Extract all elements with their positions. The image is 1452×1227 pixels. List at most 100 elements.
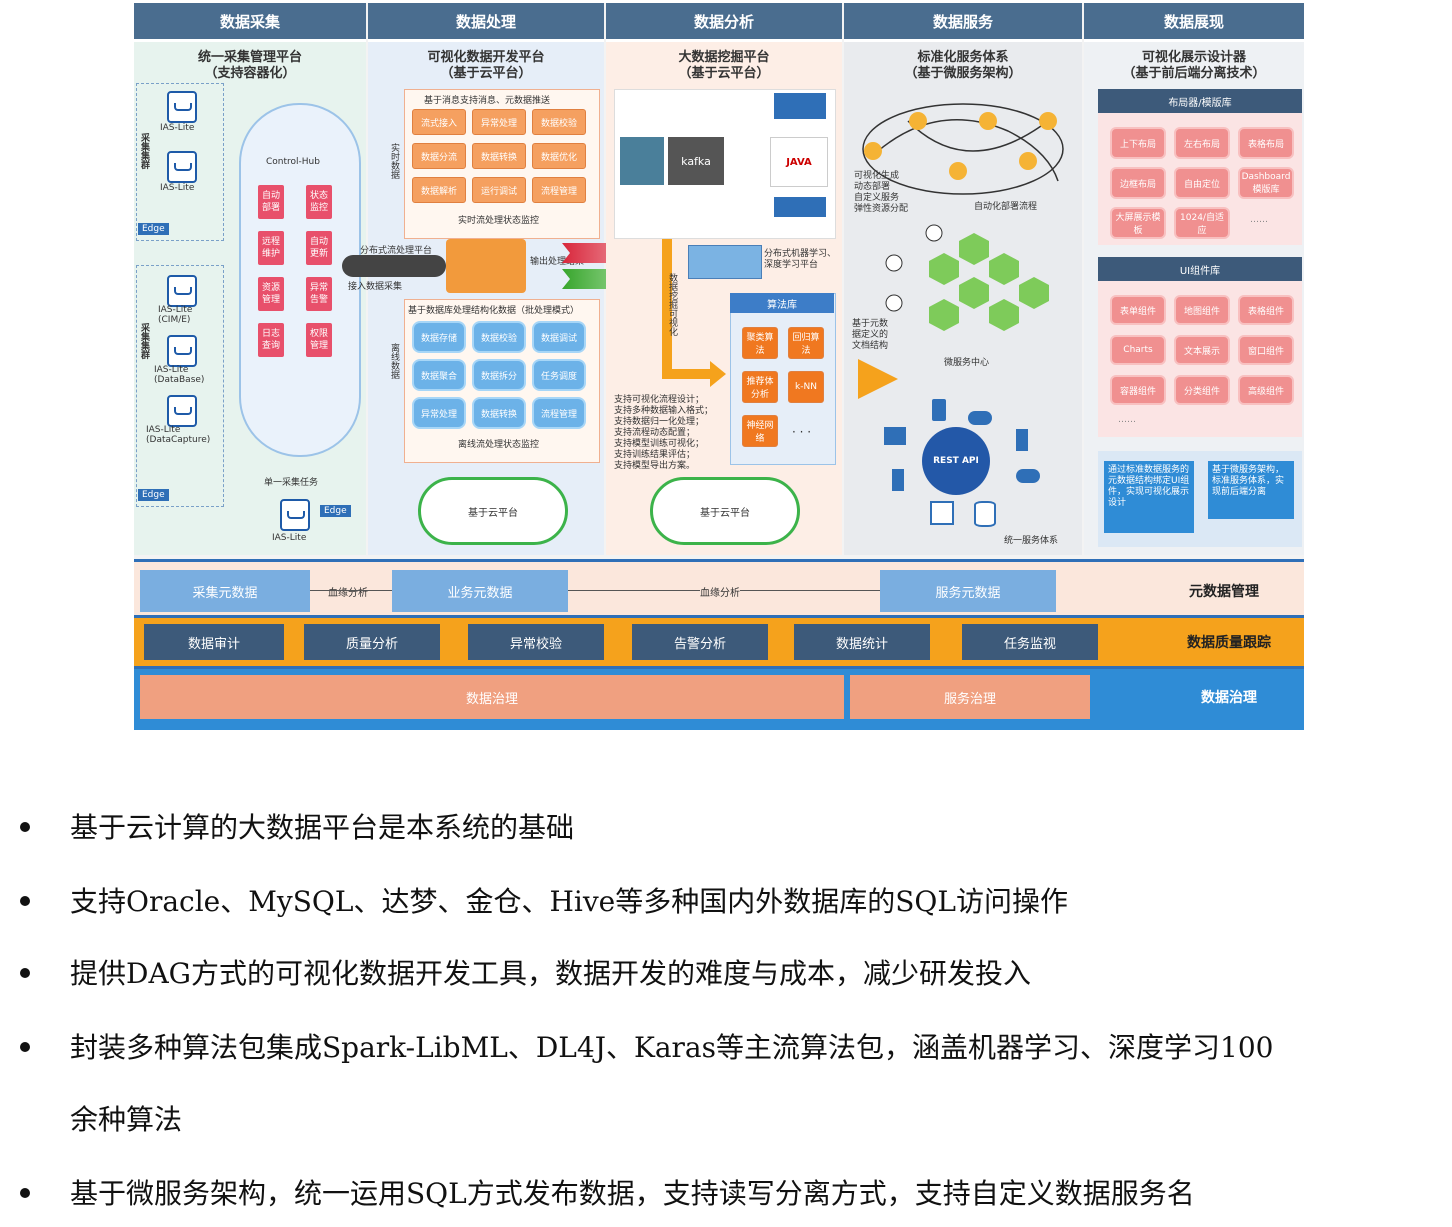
unified-label: 统一服务体系 (1004, 536, 1059, 546)
layout-item: Dashboard模版库 (1238, 167, 1294, 199)
quality-cell: 告警分析 (632, 624, 768, 660)
edge-badge: Edge (138, 223, 169, 235)
cloud-label: 基于云平台 (468, 507, 518, 519)
quality-cell: 质量分析 (304, 624, 440, 660)
algo-box: 回归算法 (788, 327, 824, 359)
lineage-line (310, 590, 392, 591)
algo-title: 算法库 (730, 293, 834, 313)
column-header: 数据分析 (606, 3, 842, 42)
quality-cell: 任务监视 (962, 624, 1098, 660)
feature-item: 支持多种数据输入格式； (614, 406, 714, 416)
java-icon: JAVA (770, 137, 828, 187)
iot-label: IAS-Lite (DataBase) (154, 365, 205, 385)
bullet-text: 封装多种算法包集成Spark-LibML、DL4J、Karas等主流算法包，涵盖… (70, 1031, 1274, 1064)
kafka-label: kafka (681, 154, 711, 168)
column-subtitle: 标准化服务体系 (917, 50, 1009, 65)
ui-title: UI组件库 (1098, 257, 1302, 281)
ops-box: 权限管理 (306, 323, 332, 357)
offline-box: 数据存储 (412, 321, 466, 353)
realtime-box: 数据转换 (472, 143, 526, 169)
bullet-dot (20, 822, 30, 832)
column-process: 数据处理 可视化数据开发平台 （基于云平台） 实时数据 基于消息支持消息、元数据… (342, 3, 642, 555)
lineage-label: 血缘分析 (328, 588, 368, 599)
center-label: 微服务中心 (944, 358, 990, 368)
layout-item: 边框布局 (1110, 167, 1166, 199)
edge-badge: Edge (320, 505, 351, 517)
ops-box: 异常告警 (306, 277, 332, 311)
column-subtitle: 大数据挖掘平台 (678, 50, 770, 65)
quality-band: 数据审计 质量分析 异常校验 告警分析 数据统计 任务监视 数据质量跟踪 (134, 615, 1304, 669)
realtime-footer: 实时流处理状态监控 (458, 216, 540, 226)
java-label: JAVA (786, 156, 812, 168)
auto-deploy-label: 自动化部署流程 (974, 202, 1038, 212)
feature-item: 支持可视化流程设计； (614, 395, 705, 405)
ml-platform-icon (688, 245, 762, 279)
governance-band: 数据治理 服务治理 数据治理 (134, 669, 1304, 730)
iot-label: IAS-Lite (272, 533, 307, 543)
cloud-small-icon (1016, 469, 1040, 483)
column-subtitle: 可视化展示设计器 (1141, 50, 1246, 65)
api-label: REST API (933, 456, 979, 466)
group-label: 采集集群 (139, 133, 149, 169)
display-note: 基于微服务架构，标准服务体系，实现前后端分离 (1208, 461, 1294, 519)
feature-list: 支持可视化流程设计； 支持多种数据输入格式； 支持数据归一化处理； 支持流程动态… (614, 395, 713, 472)
realtime-box: 数据分流 (412, 143, 466, 169)
ops-box: 自动部署 (258, 185, 284, 219)
access-label: 接入数据采集 (348, 282, 403, 292)
database-icon (167, 335, 197, 367)
column-header: 数据处理 (368, 3, 604, 42)
ui-item: 表单组件 (1110, 295, 1166, 325)
column-subtitle-2: （基于前后端分离技术） (1122, 66, 1266, 81)
bullet-dot (20, 1042, 30, 1052)
processing-engine-icon (446, 239, 526, 293)
algo-box: 聚类算法 (742, 327, 778, 359)
layout-item: 自由定位 (1174, 167, 1230, 199)
iot-label: IAS-Lite (160, 183, 195, 193)
feature-item: 支持流程动态配置； (614, 428, 696, 438)
display-note: 通过标准数据服务的元数据结构绑定UI组件，实现可视化展示设计 (1104, 461, 1194, 533)
flow-arrow-shaft (662, 369, 712, 379)
metadata-label: 元数据管理 (1189, 584, 1259, 600)
kafka-icon: kafka (668, 137, 724, 185)
column-display: 数据展现 可视化展示设计器 （基于前后端分离技术） 布局器/模版库 上下布局 左… (1084, 3, 1304, 555)
ui-item: 高级组件 (1238, 375, 1294, 405)
column-analysis: 数据分析 大数据挖掘平台 （基于云平台） kafka JAVA 数据挖掘可视化 … (606, 3, 842, 555)
ui-more: …… (1118, 415, 1136, 425)
ui-item: 文本展示 (1174, 335, 1230, 365)
service-feature-list: 可视化生成 动态部署 自定义服务 弹性资源分配 (854, 171, 908, 215)
column-subtitle-2: （基于云平台） (440, 66, 532, 81)
offline-box: 数据聚合 (412, 359, 466, 391)
service-network-diagram (862, 103, 1064, 195)
cloud-small-icon (968, 411, 992, 425)
metadata-cell: 采集元数据 (140, 570, 310, 612)
realtime-box: 数据优化 (532, 143, 586, 169)
bullet-dot (20, 968, 30, 978)
database-icon (167, 91, 197, 123)
layout-more: …… (1250, 215, 1268, 225)
column-subtitle: 统一采集管理平台 (197, 50, 302, 65)
metadata-cell: 服务元数据 (880, 570, 1056, 612)
edge-badge: Edge (138, 489, 169, 501)
layout-item: 大屏展示模板 (1110, 207, 1166, 239)
ui-item: 表格组件 (1238, 295, 1294, 325)
architecture-diagram: 数据采集 统一采集管理平台 （支持容器化） 采集集群 IAS-Lite IAS-… (134, 3, 1304, 730)
realtime-box: 数据校验 (532, 109, 586, 135)
quality-label: 数据质量跟踪 (1187, 635, 1271, 651)
layout-title: 布局器/模版库 (1098, 89, 1302, 113)
ops-box: 资源管理 (258, 277, 284, 311)
cloud-label: 基于云平台 (700, 507, 750, 519)
column-header: 数据采集 (134, 3, 366, 42)
governance-label: 数据治理 (1201, 690, 1257, 706)
ml-label: 分布式机器学习、深度学习平台 (764, 249, 837, 270)
algo-box: 神经网络 (742, 415, 778, 447)
layout-item: 表格布局 (1238, 127, 1294, 159)
database-icon (167, 395, 197, 427)
governance-cell: 服务治理 (850, 675, 1090, 719)
algo-more: · · · (792, 425, 812, 439)
quality-cell: 数据审计 (144, 624, 284, 660)
feature-item: 支持训练结果评估； (614, 450, 696, 460)
single-task-label: 单一采集任务 (264, 478, 319, 488)
layout-item: 上下布局 (1110, 127, 1166, 159)
offline-box: 数据拆分 (472, 359, 526, 391)
realtime-box: 异常处理 (472, 109, 526, 135)
